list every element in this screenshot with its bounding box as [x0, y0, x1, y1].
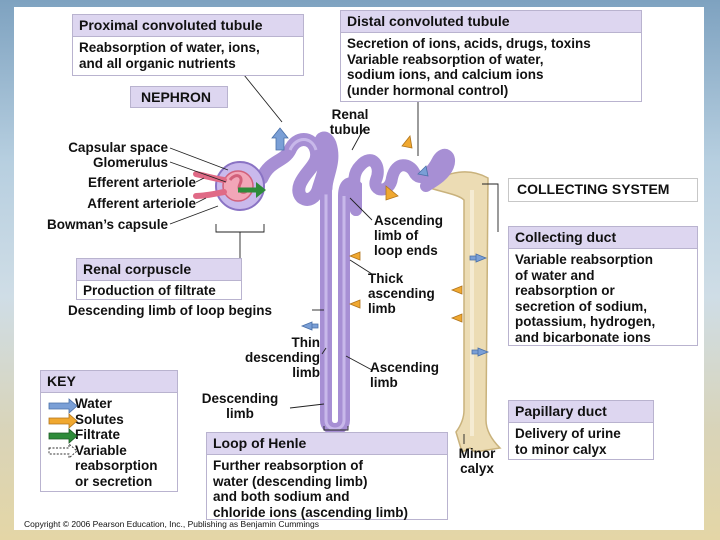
- dct-description: Secretion of ions, acids, drugs, toxins …: [341, 33, 641, 101]
- label-descending-limb-line: limb: [226, 406, 254, 421]
- loop-of-henle-line: chloride ions (ascending limb): [213, 504, 409, 520]
- label-renal-tubule-line: tubule: [329, 122, 371, 137]
- label-thick-ascending-line: limb: [368, 301, 396, 316]
- collecting-duct-box: Collecting duct Variable reabsorption of…: [508, 226, 698, 346]
- label-minor-calyx-line: calyx: [460, 461, 494, 476]
- key-item-filtrate: Filtrate: [75, 427, 121, 442]
- label-thick-ascending-line: Thick: [368, 271, 404, 286]
- label-minor-calyx-line: Minor: [458, 446, 496, 461]
- label-thin-descending-line: limb: [292, 365, 320, 380]
- label-descending-limb: Descending limb: [190, 391, 290, 421]
- pct-box: Proximal convoluted tubule Reabsorption …: [72, 14, 304, 76]
- label-ascending-limb: Ascending limb: [370, 360, 439, 390]
- renal-corpuscle-box: Renal corpuscle Production of filtrate: [76, 258, 242, 300]
- label-thin-descending-line: Thin: [291, 335, 321, 350]
- solutes-icon: [48, 413, 78, 429]
- label-ascending-limb-ends-line: Ascending: [374, 213, 444, 228]
- renal-corpuscle-title: Renal corpuscle: [77, 259, 241, 281]
- dct-line: Secretion of ions, acids, drugs, toxins: [347, 36, 591, 51]
- label-renal-tubule-line: Renal: [331, 107, 369, 122]
- dct-line: (under hormonal control): [347, 82, 509, 98]
- pct-description: Reabsorption of water, ions, and all org…: [73, 37, 303, 74]
- label-descending-limb-line: Descending: [201, 391, 279, 406]
- pct-line: Reabsorption of water, ions,: [79, 40, 260, 55]
- collecting-system-tag: COLLECTING SYSTEM: [508, 178, 698, 202]
- label-ascending-limb-ends-line: loop ends: [374, 243, 438, 258]
- loop-of-henle-line: water (descending limb): [213, 473, 368, 489]
- filtrate-icon: [48, 428, 78, 444]
- collecting-duct-description: Variable reabsorption of water and reabs…: [509, 249, 697, 348]
- label-ascending-limb-ends-line: limb of: [374, 228, 419, 243]
- water-icon: [48, 398, 78, 414]
- collecting-duct-line: and bicarbonate ions: [515, 329, 651, 345]
- collecting-duct-line: Variable reabsorption: [515, 252, 654, 267]
- collecting-duct-line: secretion of sodium,: [515, 298, 648, 314]
- key-item-variable-2: reabsorption: [75, 458, 158, 473]
- loop-of-henle-shape: [320, 177, 362, 435]
- collecting-duct-line: reabsorption or: [515, 283, 615, 298]
- label-efferent-arteriole: Efferent arteriole: [87, 175, 196, 190]
- label-thick-ascending-line: ascending: [368, 286, 435, 301]
- label-renal-tubule: Renal tubule: [322, 107, 378, 137]
- key-item-water: Water: [75, 396, 113, 411]
- key-swatches: [48, 398, 78, 459]
- key-item-variable: Variable: [75, 442, 127, 458]
- solute-arrows: [348, 135, 463, 323]
- papillary-duct-line: to minor calyx: [515, 441, 607, 457]
- proximal-tubule-shape: [255, 131, 339, 206]
- label-ascending-limb-ends: Ascending limb of loop ends: [374, 213, 443, 258]
- loop-of-henle-title: Loop of Henle: [207, 433, 447, 455]
- label-descending-limb-begins: Descending limb of loop begins: [68, 303, 273, 318]
- pct-title: Proximal convoluted tubule: [73, 15, 303, 37]
- loop-of-henle-line: and both sodium and: [213, 489, 350, 504]
- copyright-notice: Copyright © 2006 Pearson Education, Inc.…: [24, 519, 319, 529]
- dct-title: Distal convoluted tubule: [341, 11, 641, 33]
- nephron-tag: NEPHRON: [130, 86, 228, 108]
- key-box: KEY Water Solutes Filtrate Variable reab…: [40, 370, 178, 492]
- variable-icon: [48, 443, 78, 459]
- label-afferent-arteriole: Afferent arteriole: [87, 196, 196, 211]
- dct-line: Variable reabsorption of water,: [347, 51, 544, 67]
- papillary-duct-line: Delivery of urine: [515, 426, 621, 441]
- key-title: KEY: [41, 371, 177, 393]
- label-bowmans-capsule: Bowman’s capsule: [46, 217, 168, 232]
- label-thick-ascending-limb: Thick ascending limb: [368, 271, 435, 316]
- loop-of-henle-description: Further reabsorption of water (descendin…: [207, 455, 447, 523]
- key-item-solutes: Solutes: [75, 411, 124, 427]
- loop-of-henle-box: Loop of Henle Further reabsorption of wa…: [206, 432, 448, 520]
- collecting-duct-line: potassium, hydrogen,: [515, 314, 656, 329]
- loop-of-henle-line: Further reabsorption of: [213, 458, 364, 473]
- collecting-duct-line: of water and: [515, 267, 595, 283]
- label-minor-calyx: Minor calyx: [450, 446, 504, 476]
- pct-line: and all organic nutrients: [79, 55, 236, 71]
- key-item-variable-3: or secretion: [75, 473, 153, 489]
- renal-corpuscle-description: Production of filtrate: [77, 281, 241, 302]
- papillary-duct-description: Delivery of urine to minor calyx: [509, 423, 653, 460]
- label-ascending-limb-line: limb: [370, 375, 398, 390]
- label-thin-descending-limb: Thin descending limb: [224, 335, 320, 380]
- distal-tubule-shape: [348, 148, 455, 216]
- label-thin-descending-line: descending: [244, 350, 320, 365]
- collecting-duct-title: Collecting duct: [509, 227, 697, 249]
- label-ascending-limb-line: Ascending: [370, 360, 440, 375]
- renal-corpuscle-line: Production of filtrate: [83, 283, 216, 298]
- label-capsular-space: Capsular space: [68, 140, 168, 155]
- collecting-duct-shape: [422, 171, 502, 454]
- papillary-duct-title: Papillary duct: [509, 401, 653, 423]
- label-glomerulus: Glomerulus: [92, 155, 168, 170]
- dct-box: Distal convoluted tubule Secretion of io…: [340, 10, 642, 102]
- water-arrows: [271, 127, 490, 357]
- papillary-duct-box: Papillary duct Delivery of urine to mino…: [508, 400, 654, 460]
- dct-line: sodium ions, and calcium ions: [347, 67, 544, 82]
